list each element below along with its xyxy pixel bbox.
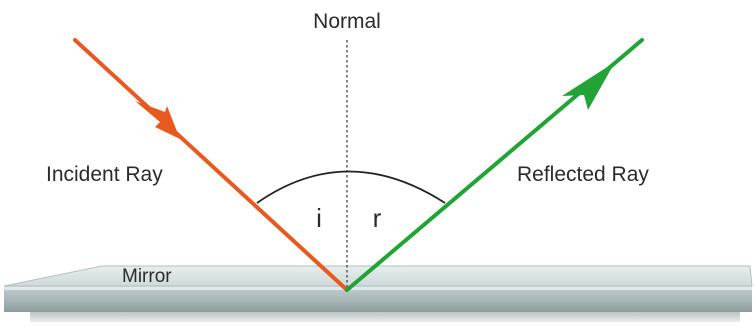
mirror-label: Mirror: [122, 266, 172, 287]
angle-arc: [256, 170, 446, 204]
mirror-front-highlight: [4, 287, 752, 290]
reflected-ray-label: Reflected Ray: [517, 163, 649, 186]
angle-reflection-label: r: [373, 203, 382, 233]
mirror: Mirror: [3, 265, 753, 322]
incident-ray-label: Incident Ray: [46, 163, 163, 186]
normal-label: Normal: [313, 10, 381, 33]
arrowhead-up-right-icon: [562, 62, 615, 110]
mirror-front-face: [4, 286, 752, 312]
mirror-top-surface: [3, 265, 753, 287]
arrowhead-down-right-icon: [135, 101, 180, 139]
mirror-bottom-shadow: [30, 312, 740, 322]
angle-incidence-label: i: [316, 203, 322, 233]
incident-ray: [73, 38, 349, 292]
